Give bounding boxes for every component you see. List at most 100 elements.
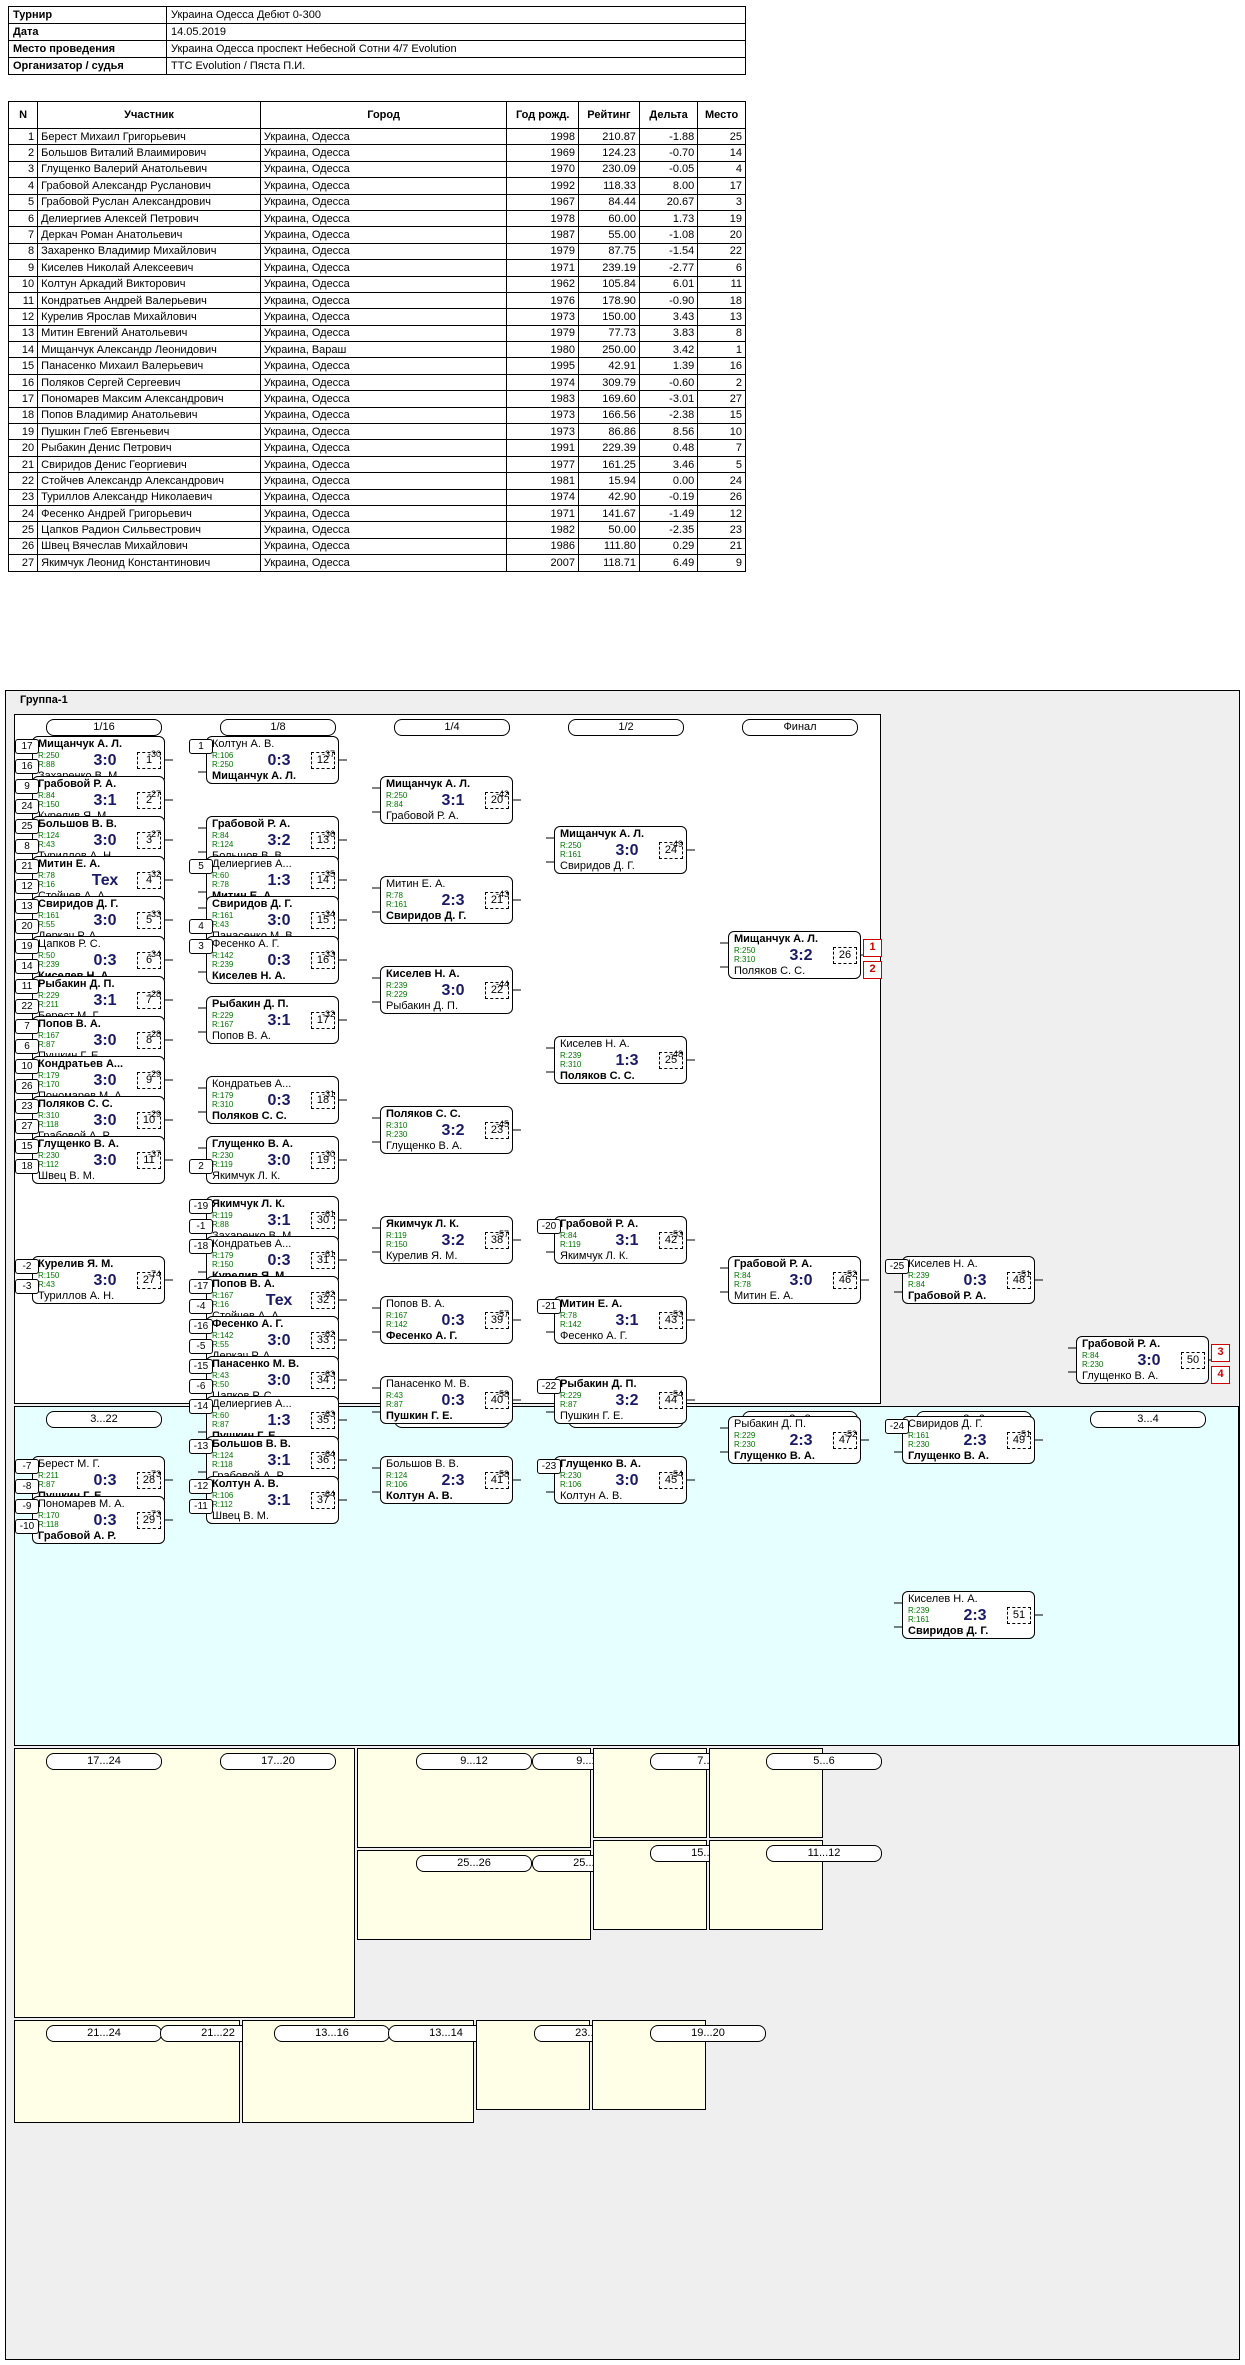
seed-number: -17 xyxy=(189,1279,213,1294)
match-number: 21 xyxy=(485,892,509,909)
table-cell: 21 xyxy=(697,537,746,556)
loser-destination: -48 xyxy=(670,1049,684,1059)
seed-number: 25 xyxy=(15,819,39,834)
table-cell: -2.35 xyxy=(638,521,699,539)
table-cell: 0.48 xyxy=(638,439,699,457)
player-2-name: Рыбакин Д. П. xyxy=(386,1000,459,1012)
table-cell: 124.23 xyxy=(577,144,640,162)
loser-destination: -30 xyxy=(148,749,162,759)
table-cell: Украина, Одесса xyxy=(259,291,508,310)
match-number: 23 xyxy=(485,1122,509,1139)
player-1-rating: R:250 xyxy=(386,791,408,800)
loser-destination: -64 xyxy=(322,1449,336,1459)
table-cell: Делиергиев Алексей Петрович xyxy=(37,209,261,228)
table-cell: Мищанчук Александр Леонидович xyxy=(37,341,261,359)
player-2-rating: R:161 xyxy=(386,900,408,909)
match-score: 0:3 xyxy=(963,1272,987,1289)
table-cell: -0.60 xyxy=(638,373,699,392)
table-cell: Украина, Одесса xyxy=(259,439,508,457)
match-number: 1 xyxy=(137,752,161,769)
player-1-rating: R:167 xyxy=(212,1291,234,1300)
table-cell: 21 xyxy=(7,455,39,474)
table-cell: 7 xyxy=(697,439,746,457)
loser-destination: -37 xyxy=(322,749,336,759)
loser-destination: -62 xyxy=(322,1329,336,1339)
player-1-rating: R:43 xyxy=(212,1371,229,1380)
table-cell: 239.19 xyxy=(577,259,640,277)
table-cell: 22 xyxy=(697,242,746,261)
loser-destination: -73 xyxy=(148,1469,162,1479)
player-1-name: Кондратьев А... xyxy=(212,1078,292,1090)
round-header: 17...20 xyxy=(220,1753,336,1770)
table-cell: 111.80 xyxy=(577,537,640,556)
table-cell: 5 xyxy=(7,193,39,211)
table-cell: Грабовой Руслан Александрович xyxy=(37,193,261,211)
match-score: 0:3 xyxy=(267,1092,291,1109)
info-value: TTC Evolution / Пяста П.И. xyxy=(166,57,746,75)
player-2-name: Поляков С. С. xyxy=(212,1110,287,1122)
match-score: 2:3 xyxy=(789,1432,813,1449)
table-cell: Украина, Одесса xyxy=(259,160,508,179)
table-cell: 309.79 xyxy=(577,373,640,392)
loser-destination: -28 xyxy=(148,1029,162,1039)
table-cell: 2 xyxy=(697,373,746,392)
match-number: 10 xyxy=(137,1112,161,1129)
table-cell: 161.25 xyxy=(577,455,640,474)
table-cell: 13 xyxy=(697,308,746,326)
match-score: 2:3 xyxy=(441,1472,465,1489)
seed-number: -20 xyxy=(537,1219,561,1234)
loser-destination: -51 xyxy=(1018,1429,1032,1439)
table-cell: 1974 xyxy=(506,373,579,392)
player-1-rating: R:43 xyxy=(386,1391,403,1400)
player-2-rating: R:150 xyxy=(386,1240,408,1249)
table-cell: 77.73 xyxy=(577,324,640,343)
player-2-rating: R:50 xyxy=(212,1380,229,1389)
match-number: 2 xyxy=(137,792,161,809)
match-score: 3:0 xyxy=(441,982,465,999)
player-2-name: Попов В. А. xyxy=(212,1030,271,1042)
player-2-rating: R:230 xyxy=(734,1440,756,1449)
table-cell: 24 xyxy=(697,472,746,490)
table-cell: 22 xyxy=(7,472,39,490)
match-number: 24 xyxy=(659,842,683,859)
table-cell: 1977 xyxy=(506,455,579,474)
player-1-rating: R:239 xyxy=(908,1606,930,1615)
player-2-name: Глущенко В. А. xyxy=(386,1140,463,1152)
table-cell: 19 xyxy=(697,209,746,228)
seed-number: -18 xyxy=(189,1239,213,1254)
table-cell: Цапков Радион Сильвестрович xyxy=(37,521,261,539)
loser-destination: -74 xyxy=(148,1269,162,1279)
player-1-rating: R:142 xyxy=(212,951,234,960)
table-cell: Панасенко Михаил Валерьевич xyxy=(37,357,261,375)
table-cell: 118.33 xyxy=(577,177,640,195)
match-number: 27 xyxy=(137,1272,161,1289)
player-2-rating: R:310 xyxy=(560,1060,582,1069)
round-header: 21...24 xyxy=(46,2025,162,2042)
table-cell: Стойчев Александр Александрович xyxy=(37,472,261,490)
table-cell: 1971 xyxy=(506,259,579,277)
player-1-name: Цапков Р. С. xyxy=(38,938,101,950)
table-cell: 105.84 xyxy=(577,275,640,293)
match-score: Тех xyxy=(91,872,119,889)
player-1-rating: R:167 xyxy=(386,1311,408,1320)
loser-destination: -28 xyxy=(148,989,162,999)
player-1-name: Рыбакин Д. П. xyxy=(560,1378,637,1390)
table-cell: 50.00 xyxy=(577,521,640,539)
seed-number: -9 xyxy=(15,1499,39,1514)
player-2-name: Фесенко А. Г. xyxy=(386,1330,458,1342)
match-number: 43 xyxy=(659,1312,683,1329)
table-cell: 25 xyxy=(7,521,39,539)
table-cell: 3.42 xyxy=(638,341,699,359)
player-2-rating: R:239 xyxy=(212,960,234,969)
player-1-rating: R:211 xyxy=(38,1471,59,1480)
